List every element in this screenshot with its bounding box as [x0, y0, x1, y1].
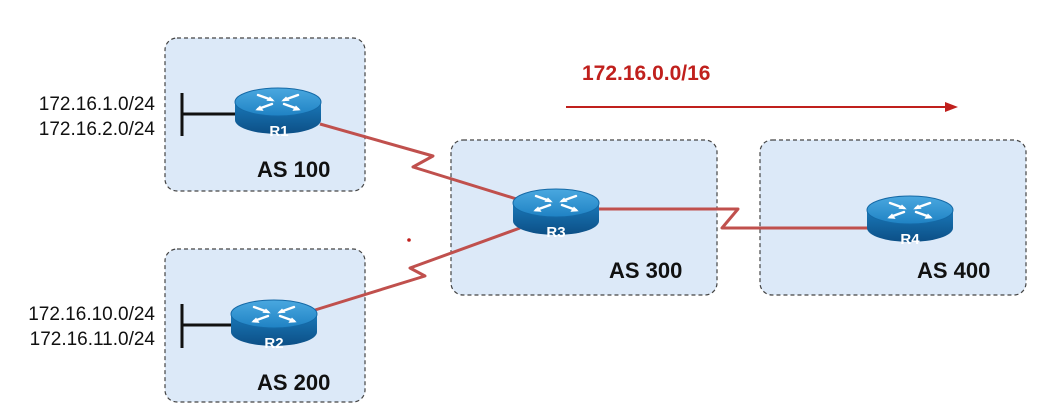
- serial-link-r1-r3: [319, 122, 524, 203]
- serial-link-r3-r4: [597, 207, 868, 230]
- as-label-as300: AS 300: [609, 258, 682, 283]
- network-label-r1-2: 172.16.2.0/24: [39, 119, 156, 140]
- as-label-as100: AS 100: [257, 157, 330, 182]
- as-label-as200: AS 200: [257, 370, 330, 395]
- lan-stub-r1: [180, 93, 236, 136]
- aggregate-prefix-label: 172.16.0.0/16: [582, 62, 710, 85]
- router-label-r2: R2: [264, 335, 283, 352]
- router-label-r4: R4: [900, 231, 920, 248]
- advertisement-arrow: [566, 102, 958, 112]
- lan-stub-r2: [180, 304, 232, 348]
- router-label-r3: R3: [546, 224, 565, 241]
- network-label-r2-1: 172.16.10.0/24: [28, 304, 155, 325]
- network-label-r1-1: 172.16.1.0/24: [39, 94, 156, 115]
- as-label-as400: AS 400: [917, 258, 990, 283]
- stray-dot: [407, 238, 411, 242]
- network-label-r2-2: 172.16.11.0/24: [30, 329, 156, 350]
- router-label-r1: R1: [269, 123, 288, 140]
- serial-link-r2-r3: [314, 226, 521, 312]
